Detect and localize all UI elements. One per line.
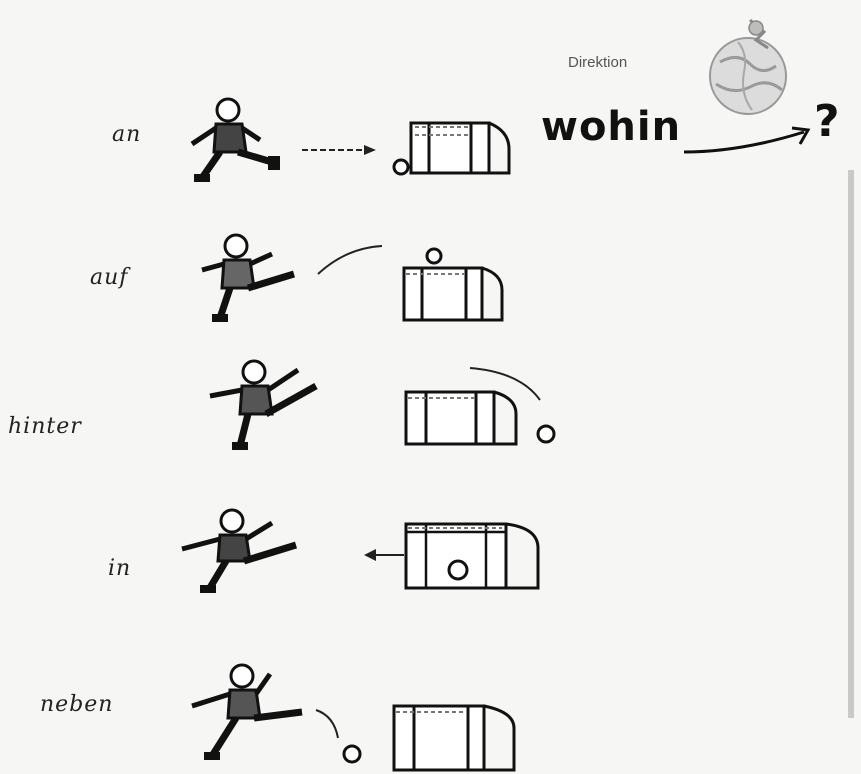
box-icon [402, 247, 504, 322]
prep-in: in [108, 556, 132, 581]
arc-path [315, 709, 362, 764]
kicking-figure-icon [191, 663, 303, 760]
prep-neben: neben [40, 692, 114, 717]
arc-path [317, 245, 383, 275]
question-mark: ? [814, 96, 840, 147]
kicking-figure-icon [209, 359, 318, 450]
wohin-arrow [683, 126, 811, 154]
prep-auf: auf [90, 265, 129, 290]
box-icon [404, 522, 540, 590]
wohin-word: wohin [541, 104, 682, 150]
globe-icon [709, 18, 787, 115]
arrow-line [302, 145, 376, 155]
kicking-figure-icon [190, 97, 280, 182]
prep-an: an [112, 122, 142, 147]
kicking-figure-icon [181, 508, 298, 593]
box-icon [392, 704, 516, 772]
direktion-label: Direktion [568, 54, 628, 71]
right-margin-bar [848, 170, 854, 718]
prep-hinter: hinter [8, 414, 82, 439]
box-icon [404, 367, 556, 446]
box-icon [392, 121, 511, 176]
arrow-line [364, 549, 404, 561]
kicking-figure-icon [201, 233, 296, 322]
